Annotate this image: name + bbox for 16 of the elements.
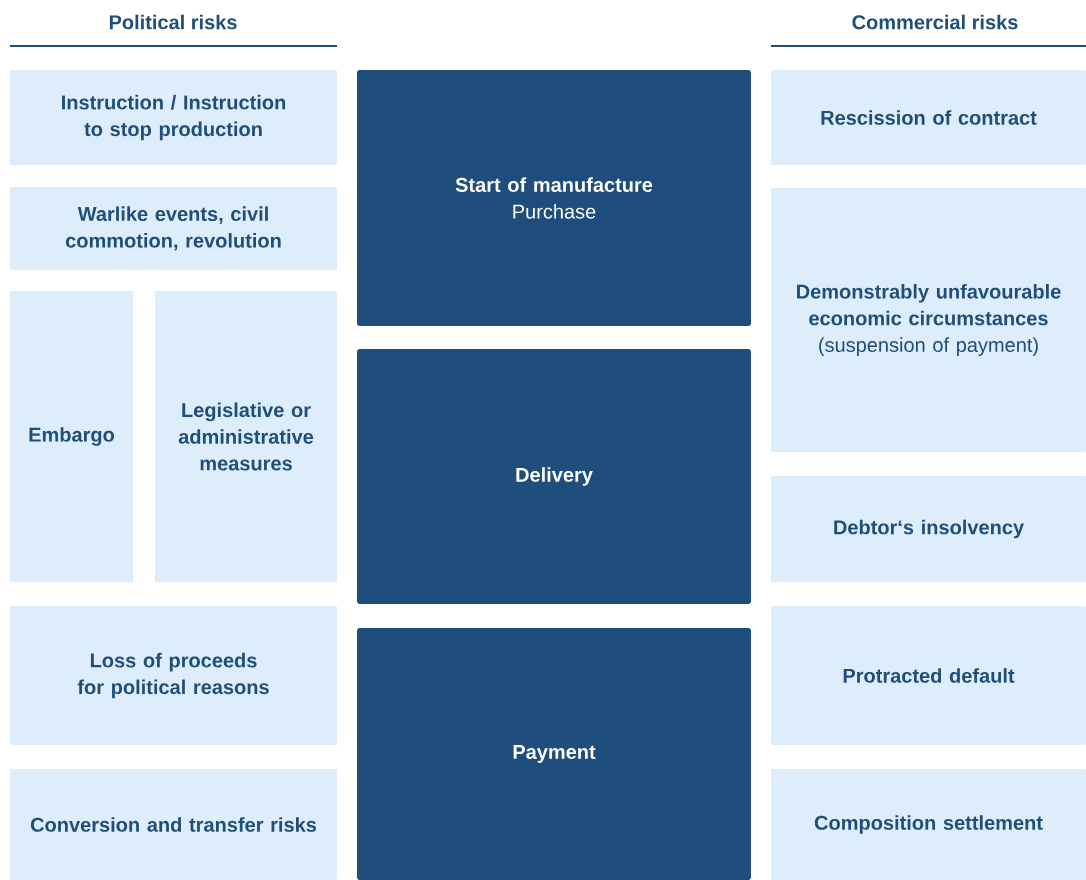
stage-box: Payment — [357, 628, 751, 880]
risk-box: Composition settlement — [771, 769, 1086, 880]
risk-box: Warlike events, civil commotion, revolution — [10, 187, 337, 270]
risk-box: Instruction / Instruction to stop production — [10, 70, 337, 165]
risk-box: Protracted default — [771, 606, 1086, 745]
column-heading: Political risks — [109, 14, 237, 30]
risk-box: Loss of proceeds for political reasons — [10, 606, 337, 745]
column-heading: Commercial risks — [852, 14, 1018, 30]
risk-box: Embargo — [10, 291, 133, 582]
risk-box: Conversion and transfer risks — [10, 769, 337, 880]
stage-box: Delivery — [357, 349, 751, 604]
risk-box: Legislative or administrative measures — [155, 291, 337, 582]
risk-box: Rescission of contract — [771, 70, 1086, 165]
risk-box: Demonstrably unfavourable economic circumstances (suspension of payment) — [771, 188, 1086, 452]
stage-box: Start of manufacture Purchase — [357, 70, 751, 326]
risk-box: Debtor‘s insolvency — [771, 476, 1086, 582]
